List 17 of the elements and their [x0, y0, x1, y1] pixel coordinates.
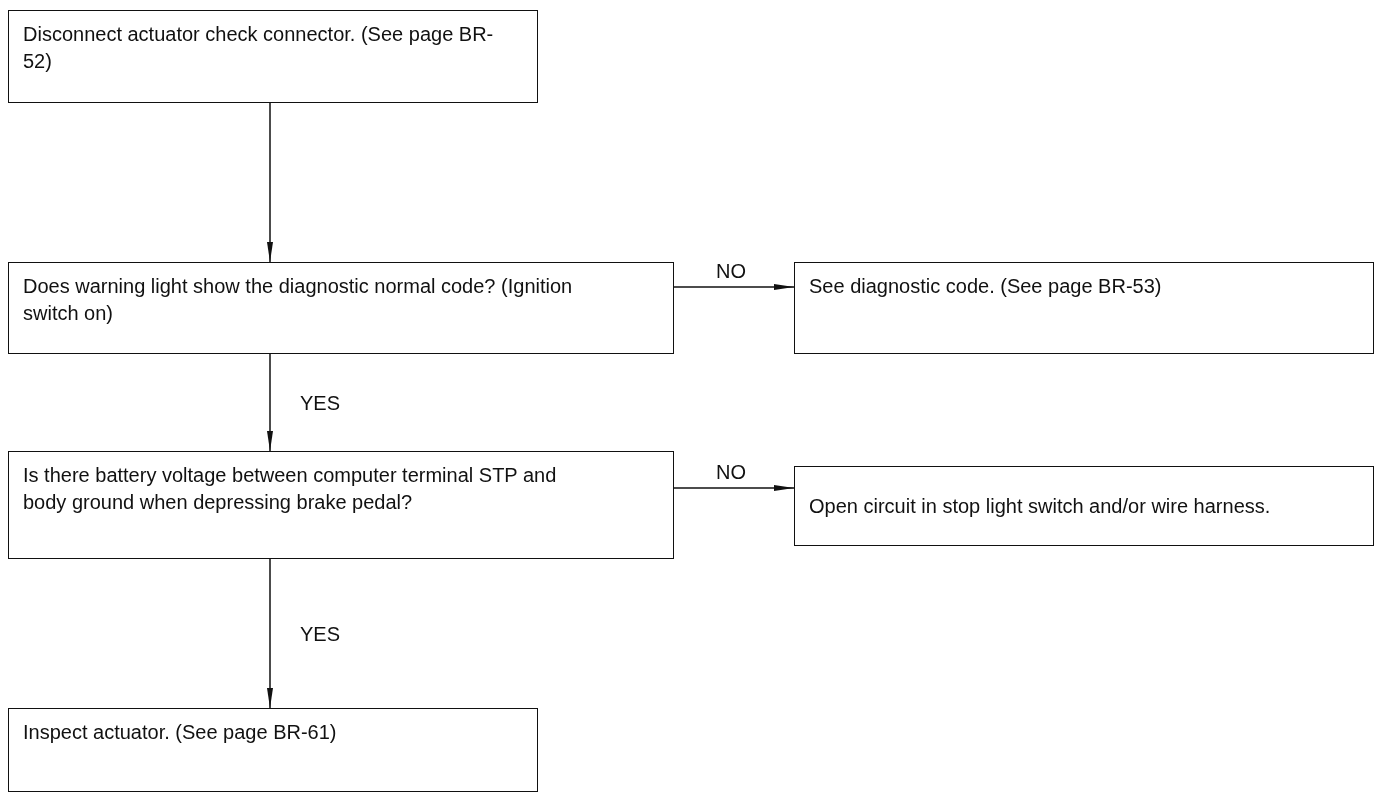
- box-text: Disconnect actuator check connector. (See page BR-52): [23, 22, 495, 74]
- box-text: Is there battery voltage between computer terminal STP and body ground when depressing brake pedal?: [23, 463, 558, 515]
- process-box: [8, 10, 538, 103]
- box-text: Open circuit in stop light switch and/or wire harness.: [809, 493, 1271, 519]
- arrow: [673, 284, 795, 290]
- arrow: [267, 353, 273, 452]
- process-box: [794, 262, 1374, 354]
- arrow: [673, 485, 795, 491]
- process-box: [8, 451, 674, 559]
- arrow: [267, 102, 273, 263]
- box-text: Does warning light show the diagnostic normal code? (Ignition switch on): [23, 274, 574, 326]
- box-text: Inspect actuator. (See page BR-61): [23, 720, 337, 745]
- process-box: [794, 466, 1374, 546]
- process-box: [8, 708, 538, 792]
- arrow: [267, 558, 273, 709]
- process-box: [8, 262, 674, 354]
- box-text: See diagnostic code. (See page BR-53): [809, 274, 1162, 299]
